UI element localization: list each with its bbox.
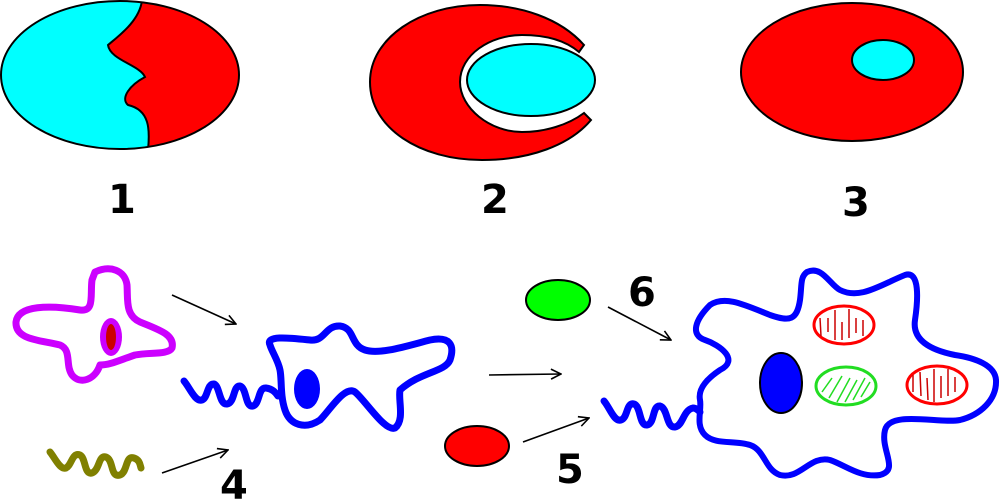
olive-flagellum — [46, 448, 145, 479]
figure-1-cell — [0, 0, 240, 150]
blue-flagellated-cell — [180, 322, 456, 432]
label-2: 2 — [481, 177, 509, 223]
arrow — [522, 418, 589, 443]
eukaryotic-cell — [693, 267, 999, 479]
label-4: 4 — [220, 463, 248, 501]
magenta-host-cell — [12, 265, 176, 384]
mitochondrion-right — [905, 364, 969, 406]
label-5: 5 — [556, 447, 584, 493]
arrow — [161, 450, 228, 474]
blue-flagellum-right — [600, 397, 704, 431]
chloroplast — [814, 365, 878, 407]
label-6: 6 — [628, 270, 656, 316]
figure-2-engulfing-cell — [368, 3, 596, 162]
arrow — [171, 294, 236, 324]
red-oval-mitochondrion-precursor — [444, 425, 510, 467]
nucleus — [759, 352, 803, 414]
label-1: 1 — [108, 177, 136, 223]
figure-3-cell — [740, 2, 964, 142]
green-oval-chloroplast-precursor — [525, 279, 591, 321]
label-3: 3 — [842, 180, 870, 226]
arrow — [607, 306, 671, 340]
mitochondrion-top — [812, 304, 876, 346]
arrow — [488, 374, 561, 375]
